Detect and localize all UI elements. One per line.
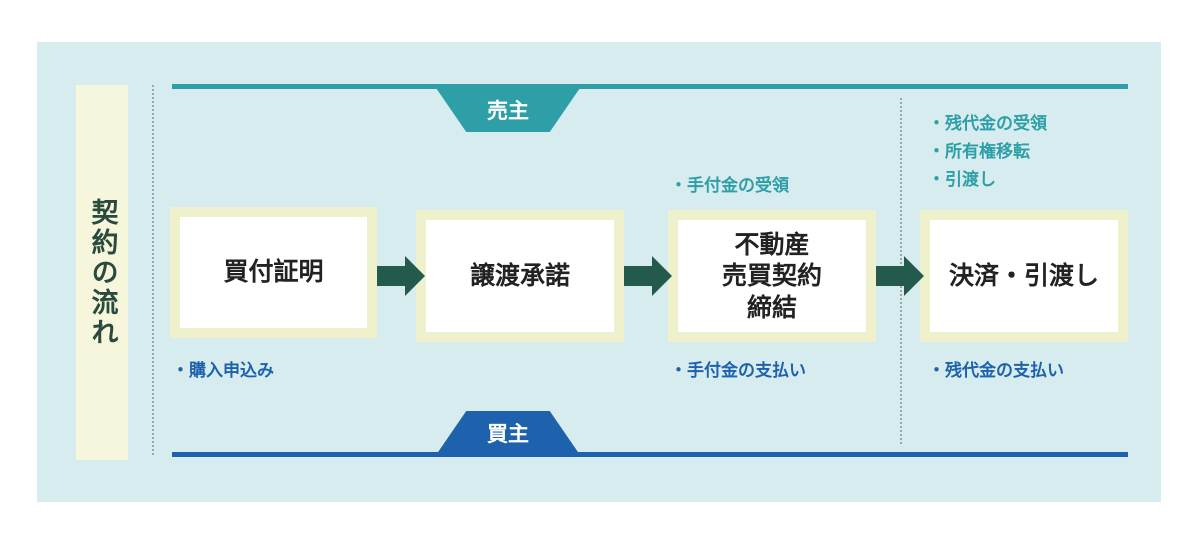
arrow-right-icon	[377, 256, 425, 296]
step-contract-signing: 不動産 売買契約 締結	[668, 210, 876, 342]
note-item: 所有権移転	[928, 138, 1047, 166]
note-item: 残代金の支払い	[928, 357, 1064, 385]
note-item: 引渡し	[928, 166, 1047, 194]
seller-notes-contract: 手付金の受領	[670, 172, 789, 200]
buyer-notes-purchase: 購入申込み	[172, 357, 274, 385]
buyer-notes-contract: 手付金の支払い	[670, 357, 806, 385]
step-purchase-certificate: 買付証明	[170, 207, 377, 338]
arrow-right-icon	[876, 256, 924, 296]
note-item: 購入申込み	[172, 357, 274, 385]
buyer-line	[172, 452, 1128, 457]
seller-label: 売主	[487, 99, 529, 123]
contract-flow-label: 契約の流れ	[76, 85, 128, 460]
step-label: 買付証明	[223, 257, 324, 287]
contract-flow-title: 契約の流れ	[86, 197, 118, 348]
arrow-right-icon	[624, 256, 672, 296]
step-label: 不動産 売買契約 締結	[721, 230, 822, 322]
step-settlement-delivery: 決済・引渡し	[920, 210, 1128, 342]
note-item: 手付金の受領	[670, 172, 789, 200]
step-label: 譲渡承諾	[469, 260, 570, 290]
step-transfer-consent: 譲渡承諾	[416, 210, 624, 342]
seller-notes-settlement: 残代金の受領 所有権移転 引渡し	[928, 110, 1047, 194]
note-item: 残代金の受領	[928, 110, 1047, 138]
buyer-label: 買主	[487, 422, 529, 446]
step-label: 決済・引渡し	[948, 260, 1099, 290]
buyer-notes-settlement: 残代金の支払い	[928, 357, 1064, 385]
divider-left	[152, 85, 154, 455]
seller-line	[172, 84, 1128, 89]
note-item: 手付金の支払い	[670, 357, 806, 385]
buyer-tab: 買主	[436, 411, 580, 455]
